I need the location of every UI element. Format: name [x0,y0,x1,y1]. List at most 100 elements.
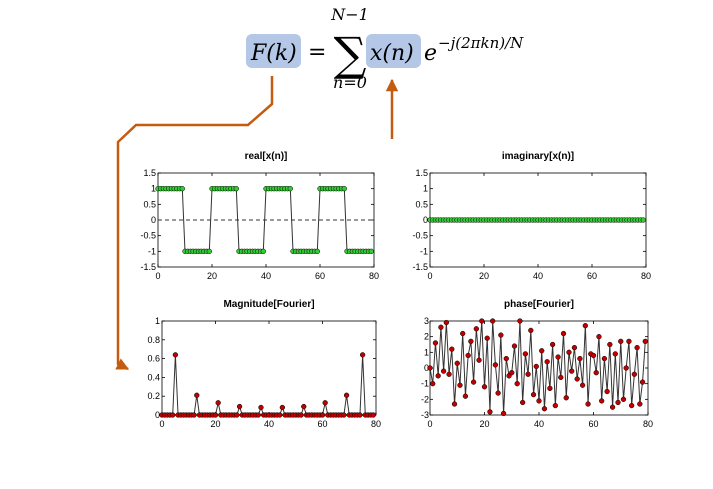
data-point [593,370,599,376]
data-point [319,412,326,418]
data-point [528,327,534,334]
data-point [454,360,460,366]
data-point [596,334,602,340]
y-tick-label: -0.5 [412,231,428,241]
x-tick-label: 40 [264,419,274,429]
dft-formula: F(k) = N−1 ∑ n=0 x(n) e −j(2πkn)/N [246,5,524,92]
y-tick-label: -3 [421,410,429,420]
data-point [544,359,550,365]
formula-lhs: F(k) [250,41,297,66]
chart-title: real[x(n)] [245,151,288,162]
data-point [481,384,488,390]
data-point [233,186,239,192]
data-point [449,346,455,352]
series-line [162,354,374,416]
data-point [541,406,548,412]
data-point [637,401,643,407]
data-point [618,338,624,345]
data-point [314,248,320,254]
x-tick-label: 80 [641,271,651,281]
data-point [631,371,638,377]
data-point [629,402,635,409]
formula-lower-limit: n=0 [333,73,367,92]
data-point [298,412,304,418]
data-point [620,396,627,402]
data-point [368,248,374,254]
data-point [443,319,450,326]
data-point [234,412,240,418]
data-point [191,412,197,418]
data-point [571,344,578,351]
formula-exponent: −j(2πkn)/N [438,34,524,52]
data-point [341,412,347,418]
data-point [503,355,509,362]
y-tick-label: 1.5 [415,168,428,178]
data-point [626,338,632,345]
data-point [484,335,490,341]
x-tick-label: 20 [479,419,489,429]
y-tick-label: 1 [424,347,429,357]
x-tick-label: 0 [159,419,164,429]
x-tick-label: 20 [210,419,220,429]
y-tick-label: 3 [424,316,429,326]
data-point [277,412,283,418]
data-point [577,355,583,362]
data-point [279,404,286,411]
data-point [172,352,179,358]
data-point [465,352,471,359]
data-point [640,217,646,223]
series-line [429,320,646,414]
chart-title: imaginary[x(n)] [502,151,574,162]
formula-equals: = [308,40,326,65]
data-point [479,318,485,324]
formula-exp-base: e [424,41,437,66]
data-point [623,365,629,371]
x-tick-label: 0 [427,419,432,429]
y-tick-label: 0.5 [143,199,156,209]
data-point [427,365,433,371]
data-point [514,381,520,387]
x-tick-label: 40 [534,419,544,429]
y-tick-label: 1 [423,184,428,194]
data-point [547,385,553,392]
data-point [569,368,575,374]
y-tick-label: 1 [155,316,160,326]
y-tick-label: -1 [420,246,428,256]
data-point [495,390,501,396]
plot-frame [161,320,377,416]
data-point [460,330,466,337]
lhs-to-magnitude-arrow [115,76,274,371]
y-tick-label: -0.5 [140,231,156,241]
data-point [585,401,591,407]
data-point [582,323,588,329]
formula-term: x(n) [370,41,414,66]
y-tick-label: -2 [421,394,429,404]
y-tick-label: 0.2 [147,391,160,401]
data-point [492,362,499,368]
x-tick-label: 80 [371,419,381,429]
y-tick-label: 2 [424,332,429,342]
data-point [639,379,646,385]
chart-title: Magnitude[Fourier] [223,299,314,310]
y-tick-label: 1.5 [143,168,156,178]
data-point [579,382,586,388]
data-point [599,398,605,404]
data-point [470,379,477,385]
x-tick-label: 0 [155,271,160,281]
data-point [604,388,610,395]
data-point [509,370,515,376]
y-tick-label: 0 [423,215,428,225]
data-point [549,341,556,348]
data-point [539,348,545,354]
data-point [179,186,185,192]
x-tick-label: 40 [533,271,543,281]
data-point [609,404,616,410]
x-tick-label: 80 [643,419,653,429]
data-point [322,400,328,406]
term-highlight [366,34,421,68]
data-point [560,330,567,337]
y-tick-label: 0.4 [147,372,160,382]
data-point [215,400,221,406]
